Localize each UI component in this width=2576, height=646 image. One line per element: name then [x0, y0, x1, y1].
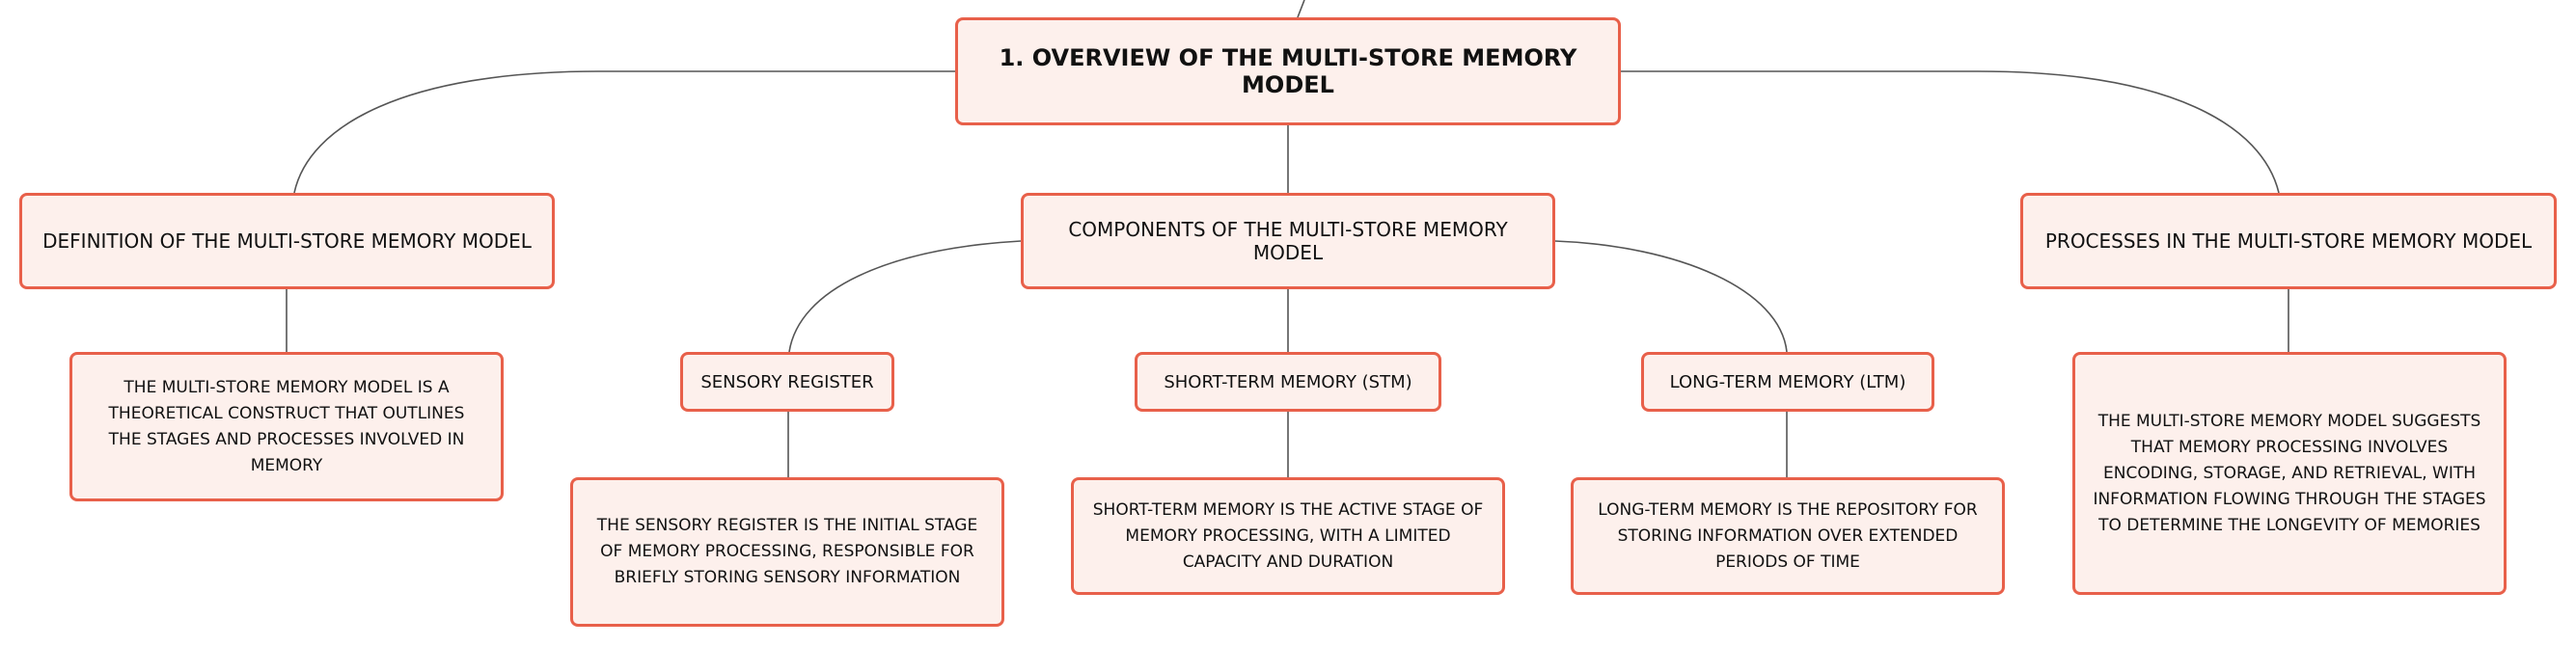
sensory-register-detail-text: THE SENSORY REGISTER IS THE INITIAL STAG…	[596, 516, 978, 587]
connector-root-processes	[1621, 70, 2280, 194]
definition-detail-node[interactable]: THE MULTI-STORE MEMORY MODEL IS A THEORE…	[69, 352, 504, 501]
definition-node-label: DEFINITION OF THE MULTI-STORE MEMORY MOD…	[42, 229, 532, 253]
connector-root-parent	[1297, 0, 1305, 18]
ltm-label: LONG-TERM MEMORY (LTM)	[1669, 371, 1906, 392]
stm-label: SHORT-TERM MEMORY (STM)	[1164, 371, 1412, 392]
processes-node[interactable]: PROCESSES IN THE MULTI-STORE MEMORY MODE…	[2020, 193, 2557, 289]
sensory-register-label: SENSORY REGISTER	[700, 371, 874, 392]
definition-node[interactable]: DEFINITION OF THE MULTI-STORE MEMORY MOD…	[19, 193, 555, 289]
stm-node[interactable]: SHORT-TERM MEMORY (STM)	[1135, 352, 1441, 412]
ltm-detail-text: LONG-TERM MEMORY IS THE REPOSITORY FOR S…	[1598, 499, 1978, 572]
sensory-register-node[interactable]: SENSORY REGISTER	[680, 352, 894, 412]
components-node-label: COMPONENTS OF THE MULTI-STORE MEMORY MOD…	[1068, 218, 1508, 264]
ltm-detail-node[interactable]: LONG-TERM MEMORY IS THE REPOSITORY FOR S…	[1571, 477, 2005, 595]
processes-detail-text: THE MULTI-STORE MEMORY MODEL SUGGESTS TH…	[2093, 411, 2486, 535]
sensory-register-detail-node[interactable]: THE SENSORY REGISTER IS THE INITIAL STAG…	[570, 477, 1004, 627]
connector-root-definition	[293, 70, 955, 194]
root-node[interactable]: 1. OVERVIEW OF THE MULTI-STORE MEMORY MO…	[955, 17, 1621, 125]
connector-components-ltm	[1554, 240, 1788, 353]
root-node-label: 1. OVERVIEW OF THE MULTI-STORE MEMORY MO…	[999, 44, 1577, 98]
connector-components-sensory	[788, 240, 1022, 353]
definition-detail-text: THE MULTI-STORE MEMORY MODEL IS A THEORE…	[108, 377, 465, 475]
processes-detail-node[interactable]: THE MULTI-STORE MEMORY MODEL SUGGESTS TH…	[2072, 352, 2507, 595]
components-node[interactable]: COMPONENTS OF THE MULTI-STORE MEMORY MOD…	[1021, 193, 1555, 289]
stm-detail-node[interactable]: SHORT-TERM MEMORY IS THE ACTIVE STAGE OF…	[1071, 477, 1505, 595]
stm-detail-text: SHORT-TERM MEMORY IS THE ACTIVE STAGE OF…	[1092, 499, 1484, 572]
ltm-node[interactable]: LONG-TERM MEMORY (LTM)	[1641, 352, 1934, 412]
processes-node-label: PROCESSES IN THE MULTI-STORE MEMORY MODE…	[2044, 229, 2533, 253]
